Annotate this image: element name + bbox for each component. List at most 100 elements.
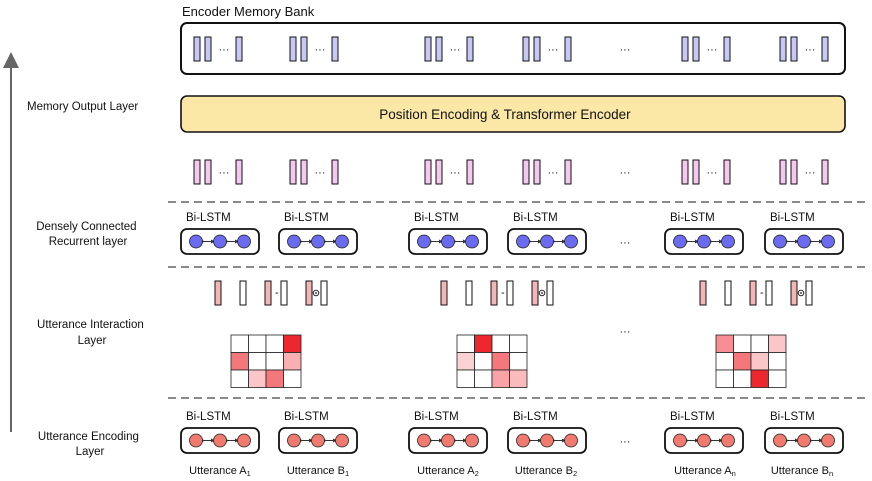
memory-vector-group: ···: [522, 36, 572, 62]
interaction-vector: [531, 280, 539, 306]
memory-vector: [235, 36, 243, 62]
memory-vector-group: ···: [681, 36, 731, 62]
encoding-bilstm: Bi-LSTM: [408, 411, 488, 454]
memory-output-layer-label: Memory Output Layer: [27, 101, 138, 113]
output-vector-group: ···: [522, 159, 572, 185]
output-vector: [790, 159, 798, 185]
bilstm-node: [287, 433, 301, 448]
encoding-bilstm: Bi-LSTM: [180, 411, 260, 454]
output-vector: [522, 159, 530, 185]
encoding-bilstm: Bi-LSTM: [278, 411, 358, 454]
bilstm-node: [417, 433, 431, 448]
bilstm-label: Bi-LSTM: [513, 212, 558, 224]
heatmap-cell: [230, 369, 249, 388]
heatmap-cell: [509, 334, 528, 353]
heatmap-cell: [248, 334, 267, 353]
interaction-vector: [805, 280, 813, 306]
utterance-label: Utterance Bn: [771, 465, 833, 478]
bilstm-node: [465, 433, 479, 448]
bilstm-node: [516, 433, 530, 448]
memory-vector: [821, 36, 829, 62]
interaction-vector: [264, 280, 272, 306]
subtraction-dot: -: [275, 287, 279, 299]
memory-vector: [331, 36, 339, 62]
encoding-bilstm: Bi-LSTM: [764, 411, 844, 454]
ellipsis-text: ···: [805, 167, 816, 179]
ellipsis-text: ···: [620, 436, 631, 448]
memory-bank-title: Encoder Memory Bank: [182, 4, 315, 19]
heatmap-cell: [750, 334, 769, 353]
memory-vector: [522, 36, 530, 62]
bilstm-label: Bi-LSTM: [670, 212, 715, 224]
memory-vector: [692, 36, 700, 62]
output-vector: [193, 159, 201, 185]
bilstm-label: Bi-LSTM: [513, 411, 558, 423]
bilstm-node: [516, 234, 530, 249]
interaction-vector: [790, 280, 798, 306]
heatmap-cell: [248, 369, 267, 388]
interaction-vector: [239, 280, 247, 306]
memory-vector-groups: ·····················: [193, 36, 829, 62]
heatmap-cell: [474, 352, 493, 371]
heatmap-cell: [456, 334, 475, 353]
bilstm-node: [673, 234, 687, 249]
output-vector: [289, 159, 297, 185]
bilstm-node: [335, 433, 349, 448]
transformer-encoder-block: [180, 95, 846, 133]
heatmap: [230, 334, 302, 388]
output-vector-group: ···: [289, 159, 339, 185]
interaction-vector: [440, 280, 448, 306]
output-vector: [331, 159, 339, 185]
dense-bilstm: Bi-LSTM: [664, 212, 744, 255]
heatmap-cell: [474, 334, 493, 353]
bilstm-label: Bi-LSTM: [414, 411, 459, 423]
bilstm-node: [697, 234, 711, 249]
output-vector: [300, 159, 308, 185]
ellipsis-text: ···: [620, 326, 631, 338]
bilstm-node: [821, 234, 835, 249]
heatmap-cell: [265, 352, 284, 371]
bilstm-node: [213, 234, 227, 249]
utterance-label: Utterance A1: [189, 465, 251, 478]
bilstm-node: [417, 234, 431, 249]
ellipsis-text: ···: [805, 44, 816, 56]
subtraction-dot: -: [760, 287, 764, 299]
heatmap-cell: [491, 369, 510, 388]
bilstm-label: Bi-LSTM: [284, 212, 329, 224]
bilstm-node: [311, 433, 325, 448]
bilstm-label: Bi-LSTM: [414, 212, 459, 224]
heatmap-cell: [509, 369, 528, 388]
transformer-encoder-label: Position Encoding & Transformer Encoder: [379, 107, 631, 122]
heatmap-cell: [715, 369, 734, 388]
heatmap-cell: [491, 334, 510, 353]
bilstm-label: Bi-LSTM: [770, 212, 815, 224]
ellipsis-text: ···: [620, 44, 631, 56]
output-vector: [466, 159, 474, 185]
bilstm-label: Bi-LSTM: [284, 411, 329, 423]
heatmap-cell: [750, 369, 769, 388]
dense-bilstm: Bi-LSTM: [507, 212, 587, 255]
ellipsis-markers: ·········: [620, 237, 631, 448]
heatmap-cell: [230, 352, 249, 371]
bilstm-node: [773, 234, 787, 249]
bilstm-node: [335, 234, 349, 249]
output-vector: [779, 159, 787, 185]
output-vector: [424, 159, 432, 185]
interaction-vector: [305, 280, 313, 306]
elementwise-product-dot: [541, 292, 543, 294]
interaction-vector: [749, 280, 757, 306]
interaction-vector: [490, 280, 498, 306]
bilstm-node: [797, 433, 811, 448]
output-vector: [204, 159, 212, 185]
bilstm-node: [237, 433, 251, 448]
memory-vector: [723, 36, 731, 62]
heatmap-cell: [456, 369, 475, 388]
interaction-vector: [724, 280, 732, 306]
memory-vector: [300, 36, 308, 62]
heatmap: [456, 334, 528, 388]
bilstm-node: [441, 433, 455, 448]
output-vector: [533, 159, 541, 185]
bilstm-node: [721, 234, 735, 249]
